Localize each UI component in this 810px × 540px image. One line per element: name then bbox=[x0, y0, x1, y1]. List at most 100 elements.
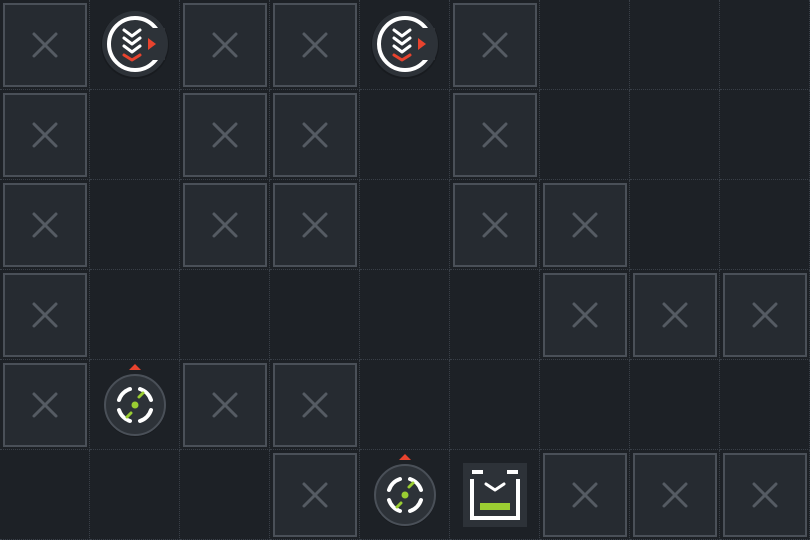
grid-cell-r1-c4[interactable] bbox=[360, 90, 450, 180]
wall-block bbox=[723, 273, 807, 357]
wall-block bbox=[273, 453, 357, 537]
grid-cell-r0-c6[interactable] bbox=[540, 0, 630, 90]
x-mark-icon bbox=[572, 302, 598, 328]
grid-cell-r1-c1[interactable] bbox=[90, 90, 180, 180]
wall-block bbox=[183, 183, 267, 267]
grid-cell-r1-c0[interactable] bbox=[0, 90, 90, 180]
grid-cell-r2-c6[interactable] bbox=[540, 180, 630, 270]
grid-cell-r4-c2[interactable] bbox=[180, 360, 270, 450]
grid-cell-r2-c5[interactable] bbox=[450, 180, 540, 270]
rotator-piece-icon[interactable] bbox=[360, 450, 450, 540]
wall-block bbox=[3, 363, 87, 447]
grid-cell-r5-c4[interactable] bbox=[360, 450, 450, 540]
wall-block bbox=[453, 93, 537, 177]
grid-cell-r5-c2[interactable] bbox=[180, 450, 270, 540]
grid-cell-r0-c3[interactable] bbox=[270, 0, 360, 90]
x-mark-icon bbox=[752, 302, 778, 328]
wall-block bbox=[633, 453, 717, 537]
grid-cell-r2-c7[interactable] bbox=[630, 180, 720, 270]
x-mark-icon bbox=[302, 482, 328, 508]
wall-block bbox=[3, 183, 87, 267]
x-mark-icon bbox=[662, 482, 688, 508]
x-mark-icon bbox=[482, 122, 508, 148]
x-mark-icon bbox=[752, 482, 778, 508]
grid-cell-r0-c0[interactable] bbox=[0, 0, 90, 90]
grid-cell-r1-c8[interactable] bbox=[720, 90, 810, 180]
grid-cell-r2-c2[interactable] bbox=[180, 180, 270, 270]
grid-cell-r1-c7[interactable] bbox=[630, 90, 720, 180]
grid-cell-r2-c3[interactable] bbox=[270, 180, 360, 270]
wall-block bbox=[183, 3, 267, 87]
wall-block bbox=[3, 273, 87, 357]
grid-cell-r3-c8[interactable] bbox=[720, 270, 810, 360]
grid-cell-r2-c0[interactable] bbox=[0, 180, 90, 270]
grid-cell-r3-c0[interactable] bbox=[0, 270, 90, 360]
grid-cell-r3-c2[interactable] bbox=[180, 270, 270, 360]
grid-cell-r3-c1[interactable] bbox=[90, 270, 180, 360]
x-mark-icon bbox=[482, 212, 508, 238]
grid-cell-r4-c3[interactable] bbox=[270, 360, 360, 450]
x-mark-icon bbox=[212, 212, 238, 238]
grid-cell-r5-c1[interactable] bbox=[90, 450, 180, 540]
grid-cell-r5-c7[interactable] bbox=[630, 450, 720, 540]
grid-cell-r5-c6[interactable] bbox=[540, 450, 630, 540]
x-mark-icon bbox=[572, 482, 598, 508]
wall-block bbox=[183, 93, 267, 177]
grid-cell-r2-c8[interactable] bbox=[720, 180, 810, 270]
conveyor-piece-icon[interactable] bbox=[90, 0, 180, 90]
x-mark-icon bbox=[302, 212, 328, 238]
x-mark-icon bbox=[662, 302, 688, 328]
grid-cell-r0-c8[interactable] bbox=[720, 0, 810, 90]
wall-block bbox=[633, 273, 717, 357]
grid-cell-r1-c6[interactable] bbox=[540, 90, 630, 180]
grid-cell-r0-c1[interactable] bbox=[90, 0, 180, 90]
grid-cell-r5-c5[interactable] bbox=[450, 450, 540, 540]
grid-cell-r1-c5[interactable] bbox=[450, 90, 540, 180]
wall-block bbox=[183, 363, 267, 447]
goal-bin-icon[interactable] bbox=[450, 450, 540, 540]
x-mark-icon bbox=[482, 32, 508, 58]
grid-cell-r4-c7[interactable] bbox=[630, 360, 720, 450]
grid-cell-r4-c1[interactable] bbox=[90, 360, 180, 450]
x-mark-icon bbox=[32, 302, 58, 328]
grid-cell-r4-c5[interactable] bbox=[450, 360, 540, 450]
wall-block bbox=[543, 453, 627, 537]
grid-cell-r5-c3[interactable] bbox=[270, 450, 360, 540]
wall-block bbox=[273, 183, 357, 267]
grid-cell-r0-c4[interactable] bbox=[360, 0, 450, 90]
wall-block bbox=[543, 273, 627, 357]
grid-cell-r3-c4[interactable] bbox=[360, 270, 450, 360]
wall-block bbox=[3, 3, 87, 87]
grid-cell-r0-c2[interactable] bbox=[180, 0, 270, 90]
wall-block bbox=[273, 363, 357, 447]
grid-cell-r3-c3[interactable] bbox=[270, 270, 360, 360]
grid-cell-r1-c3[interactable] bbox=[270, 90, 360, 180]
wall-block bbox=[3, 93, 87, 177]
x-mark-icon bbox=[572, 212, 598, 238]
x-mark-icon bbox=[302, 122, 328, 148]
grid-cell-r5-c0[interactable] bbox=[0, 450, 90, 540]
grid-cell-r3-c5[interactable] bbox=[450, 270, 540, 360]
rotator-piece-icon[interactable] bbox=[90, 360, 180, 450]
grid-cell-r4-c4[interactable] bbox=[360, 360, 450, 450]
grid-cell-r1-c2[interactable] bbox=[180, 90, 270, 180]
grid-cell-r0-c7[interactable] bbox=[630, 0, 720, 90]
wall-block bbox=[453, 3, 537, 87]
grid-cell-r4-c0[interactable] bbox=[0, 360, 90, 450]
wall-block bbox=[543, 183, 627, 267]
wall-block bbox=[453, 183, 537, 267]
x-mark-icon bbox=[32, 212, 58, 238]
wall-block bbox=[723, 453, 807, 537]
grid-cell-r2-c4[interactable] bbox=[360, 180, 450, 270]
grid-cell-r5-c8[interactable] bbox=[720, 450, 810, 540]
x-mark-icon bbox=[212, 32, 238, 58]
grid-cell-r4-c6[interactable] bbox=[540, 360, 630, 450]
conveyor-piece-icon[interactable] bbox=[360, 0, 450, 90]
grid-cell-r3-c7[interactable] bbox=[630, 270, 720, 360]
grid-cell-r4-c8[interactable] bbox=[720, 360, 810, 450]
grid-cell-r3-c6[interactable] bbox=[540, 270, 630, 360]
grid-cell-r0-c5[interactable] bbox=[450, 0, 540, 90]
grid-cell-r2-c1[interactable] bbox=[90, 180, 180, 270]
x-mark-icon bbox=[212, 122, 238, 148]
